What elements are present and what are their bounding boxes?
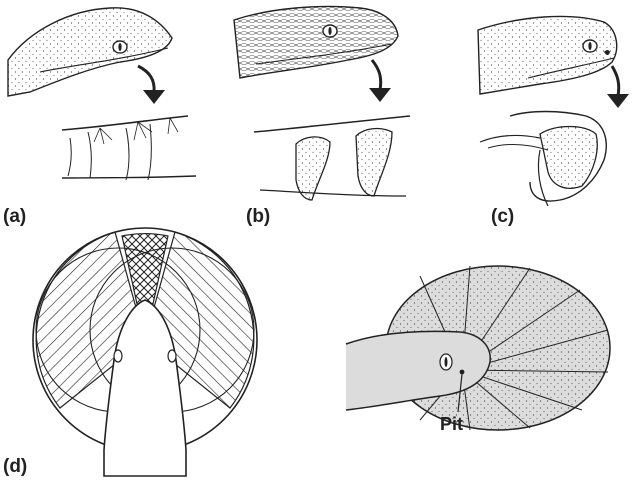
panel-label-b: (b) — [246, 206, 270, 228]
panel-label-c: (c) — [491, 206, 514, 228]
panel-a-head — [8, 8, 172, 96]
infrared-field — [346, 266, 610, 430]
panel-a-lip-detail — [62, 116, 196, 180]
panel-a-arrow — [138, 66, 165, 104]
panel-c-pit-organ — [480, 112, 606, 207]
panel-label-a: (a) — [3, 206, 26, 228]
pit-callout: Pit — [440, 414, 463, 435]
panel-c-arrow — [607, 66, 629, 108]
panel-b-head — [234, 7, 398, 79]
panel-c-head — [478, 16, 617, 94]
panel-b-arrow — [369, 60, 391, 102]
panel-label-d: (d) — [3, 456, 27, 478]
panel-b-labial-pits — [254, 116, 410, 200]
